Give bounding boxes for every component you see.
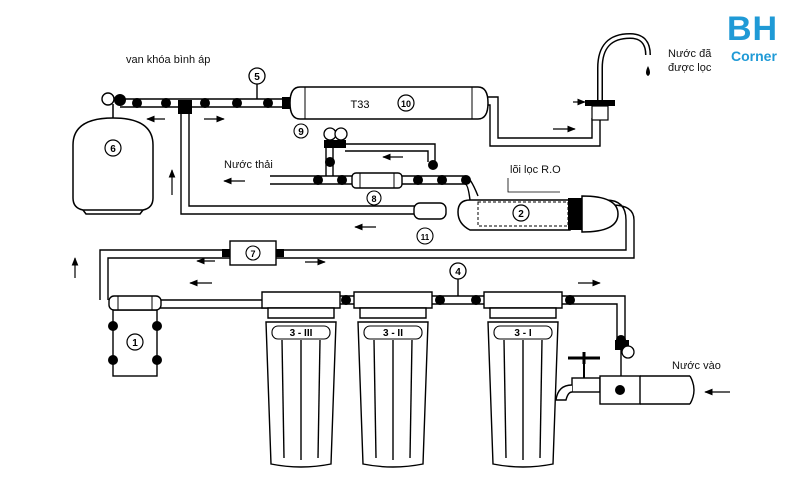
filter-3-ii-number: 3 - II <box>383 328 403 339</box>
filtered-water-label-line2: được lọc <box>668 62 712 74</box>
pump-number-badge <box>126 333 144 351</box>
ro-number: 2 <box>518 209 524 220</box>
ro-core-label: lõi lọc R.O <box>510 164 561 176</box>
tee-junction <box>178 100 192 114</box>
waste-water-label: Nước thải <box>224 159 273 171</box>
pipe-right-loop <box>99 199 635 300</box>
check-valve-number: 11 <box>421 233 430 242</box>
tank-number: 6 <box>110 144 116 155</box>
pipe-inlet-end <box>689 375 695 405</box>
filter-3-iii-number: 3 - III <box>290 328 313 339</box>
pump-bolts <box>108 321 162 365</box>
filter-3-iii-badge <box>271 325 331 340</box>
pipe-pump-to-filters <box>150 299 270 309</box>
filter-3-i-badge <box>493 325 553 340</box>
pressure-switch-5-number: 5 <box>254 72 260 83</box>
brand-logo-text: Corner <box>731 48 777 64</box>
check-valve-11 <box>413 202 447 220</box>
filter-housing-3-iii <box>261 291 341 468</box>
restrictor-number-badge <box>366 190 382 206</box>
pump-number: 1 <box>132 338 138 349</box>
ro-number-badge <box>512 204 530 222</box>
filter-housing-3-ii <box>353 291 433 468</box>
water-drop-icon <box>646 66 650 76</box>
flush-valve-knob-1 <box>323 127 337 141</box>
restrictor-number: 8 <box>371 194 376 204</box>
filter-3-ii-badge <box>363 325 423 340</box>
inlet-tap-handle-icon <box>568 352 600 364</box>
brand-logo-mark: BH <box>727 10 779 48</box>
faucet-base <box>585 100 615 106</box>
t33-number: 10 <box>401 99 411 109</box>
check-valve-number-badge <box>416 227 434 245</box>
solenoid-number: 7 <box>250 249 255 259</box>
t33-label: T33 <box>351 99 370 111</box>
pipe-inlet <box>640 375 690 405</box>
pipe-filters <box>340 295 626 340</box>
pipe-t33-to-faucet <box>480 96 601 147</box>
water-in-label: Nước vào <box>672 360 721 372</box>
pressure-tank-valve-label: van khóa bình áp <box>126 54 211 66</box>
filter-housing-3-i <box>483 291 563 468</box>
tank-number-badge <box>104 139 122 157</box>
filtered-water-label-line1: Nước đã <box>668 48 712 60</box>
inlet-tap-body <box>571 377 601 393</box>
filter-3-i-number: 3 - I <box>514 328 531 339</box>
ro-label-leader <box>507 178 560 193</box>
flush-valve-knob-2 <box>334 127 348 141</box>
pipe-tank-to-ro <box>180 112 415 215</box>
pressure-tank <box>72 104 154 215</box>
tank-valve-knob <box>101 92 115 106</box>
flush-number: 9 <box>298 127 304 138</box>
solenoid-number-badge <box>245 245 261 261</box>
waste-connectors <box>313 157 471 185</box>
t33-number-badge <box>397 94 415 112</box>
inlet-valve <box>615 340 629 350</box>
tank-valve-joint <box>114 94 126 106</box>
top-connectors <box>132 98 273 108</box>
flow-restrictor-8 <box>351 172 403 189</box>
t33-filter-body <box>289 86 489 120</box>
pressure-switch-4-number: 4 <box>455 267 461 278</box>
